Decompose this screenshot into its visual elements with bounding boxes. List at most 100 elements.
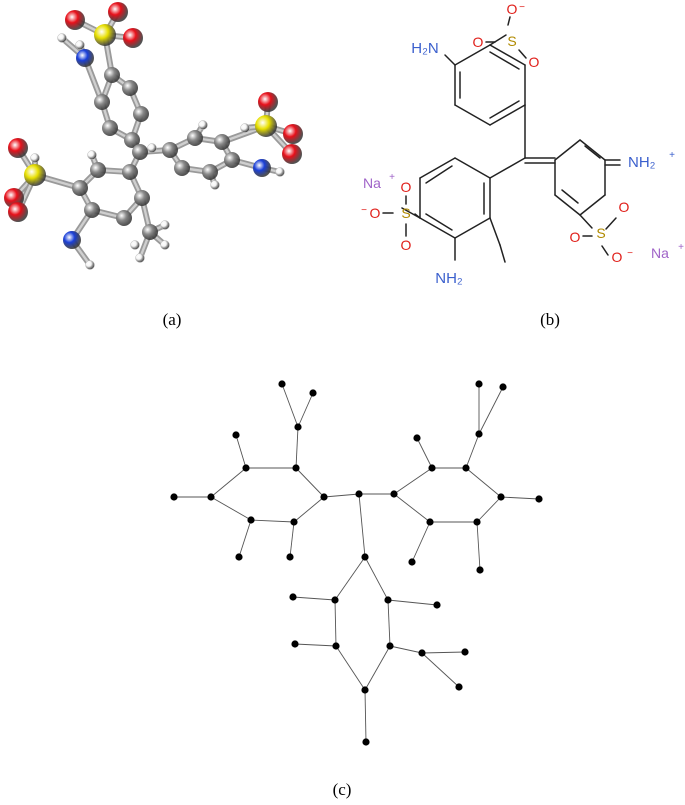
hydrogen-atom	[198, 120, 208, 130]
graph-edge	[334, 599, 337, 647]
ring-b-double	[561, 189, 579, 204]
graph-edge	[358, 493, 366, 558]
plus-charge: +	[389, 172, 395, 183]
oxygen-label: O	[612, 249, 623, 265]
sodium-label: Na	[651, 245, 669, 261]
graph-edge	[478, 386, 504, 435]
graph-edge	[364, 556, 389, 601]
graph-edge	[476, 521, 481, 571]
oxygen-atom	[8, 202, 28, 222]
hydrogen-atom	[87, 150, 97, 160]
graph-node	[235, 553, 243, 561]
oxygen-label: O	[473, 34, 484, 50]
graph-edge	[393, 467, 433, 495]
graph-edge	[411, 521, 431, 563]
carbon-atom	[72, 180, 88, 196]
minus-charge: −	[627, 248, 633, 259]
graph-node	[408, 558, 416, 566]
graph-edge	[465, 467, 502, 498]
ring-a-double	[489, 100, 520, 119]
graph-edge	[281, 383, 299, 428]
oxygen-atom	[8, 138, 28, 158]
graph-node	[428, 464, 436, 472]
graph-edge	[297, 392, 314, 428]
hydrogen-atom	[30, 153, 40, 163]
graph-node	[242, 464, 250, 472]
ring-a-bond	[489, 44, 526, 66]
hydrogen-atom	[160, 220, 170, 230]
graph-node	[462, 464, 470, 472]
sulfonate-bond	[579, 214, 593, 229]
carbon-atom	[102, 120, 118, 136]
ring-c-bond	[419, 217, 456, 239]
graph-node	[499, 383, 507, 391]
carbon-atom	[142, 224, 158, 240]
carbon-atom	[174, 160, 190, 176]
carbon-atom	[214, 134, 230, 150]
graph-node	[535, 495, 543, 503]
graph-node	[290, 518, 298, 526]
methyl-bond	[499, 244, 506, 263]
graph-node	[390, 490, 398, 498]
graph-node	[475, 380, 483, 388]
carbon-atom	[132, 144, 148, 160]
graph-node	[361, 553, 369, 561]
so-bond	[601, 245, 609, 256]
graph-node	[433, 601, 441, 609]
graph-edge	[334, 556, 366, 601]
carbon-atom	[90, 162, 106, 178]
hydrogen-atom	[85, 260, 95, 270]
carbon-atom	[122, 80, 138, 96]
oxygen-label: O	[401, 179, 412, 195]
oxygen-label: O	[507, 1, 518, 17]
graph-edge	[387, 599, 438, 606]
oxygen-label: O	[619, 199, 630, 215]
graph-edge	[295, 426, 299, 469]
sulfonate-bond	[401, 207, 421, 219]
graph-edge	[364, 645, 391, 691]
graph-node	[207, 493, 215, 501]
minus-charge: −	[519, 2, 525, 13]
graph-node	[331, 596, 339, 604]
graph-edge	[364, 689, 367, 743]
graph-edge	[416, 437, 433, 469]
graph-nodes	[170, 380, 543, 746]
carbon-atom	[104, 67, 120, 83]
carbon-atom	[84, 202, 100, 218]
carbon-atom	[162, 142, 178, 158]
graph-edge	[387, 599, 391, 647]
graph-edges	[174, 383, 540, 743]
ring-a-bond	[454, 104, 491, 126]
oxygen-atom	[65, 10, 85, 30]
ring-c-bond	[419, 157, 456, 179]
so-double	[518, 49, 527, 59]
graph-node	[413, 434, 421, 442]
oxygen-atom	[108, 2, 128, 22]
graph-node	[309, 389, 317, 397]
carbon-atom	[94, 94, 110, 110]
graph-node	[497, 493, 505, 501]
graph-node	[294, 423, 302, 431]
graph-node	[426, 518, 434, 526]
so-double	[605, 217, 617, 230]
ring-a-bond	[489, 104, 526, 126]
sulfur-label: S	[596, 225, 605, 241]
graph-node	[461, 648, 469, 656]
graph-node	[320, 493, 328, 501]
graph-node	[418, 649, 426, 657]
oxygen-atom	[282, 144, 302, 164]
carbon-atom	[133, 106, 149, 122]
graph-node	[289, 593, 297, 601]
graph-node	[475, 430, 483, 438]
methyl-bond	[489, 217, 501, 246]
hydrogen-atom	[147, 143, 157, 153]
amino-top-label: H₂N	[411, 40, 439, 57]
hydrogen-atom	[57, 33, 67, 43]
oxygen-label: O	[401, 237, 412, 253]
carbon-atom	[116, 210, 132, 226]
graph-edge	[335, 645, 366, 691]
plus-charge: +	[678, 242, 684, 253]
hydrogen-atom	[135, 253, 145, 263]
